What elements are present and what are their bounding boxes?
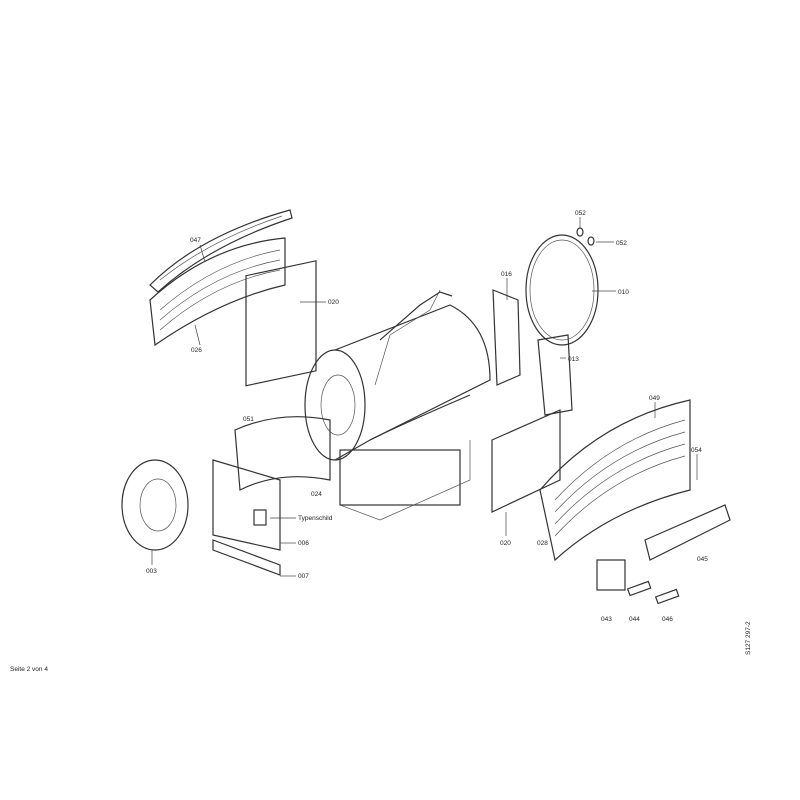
label-052-top: 052 [575, 210, 586, 217]
label-047: 047 [190, 237, 201, 244]
part-020b-flat-panel [491, 409, 561, 513]
label-044: 044 [629, 616, 640, 623]
label-016: 016 [501, 271, 512, 278]
label-043: 043 [601, 616, 612, 623]
label-028: 028 [537, 540, 548, 547]
label-007: 007 [298, 573, 309, 580]
part-013-plate [537, 334, 573, 416]
label-051: 051 [243, 416, 254, 423]
label-052-right: 052 [616, 240, 627, 247]
drawing-number: S127 297-2 [745, 621, 752, 655]
leader-lines [151, 217, 698, 577]
label-046: 046 [662, 616, 673, 623]
part-016-plate [492, 289, 521, 386]
part-046 [654, 588, 680, 605]
part-010-ring [525, 234, 599, 346]
label-020-bottom: 020 [500, 540, 511, 547]
label-020-top: 020 [328, 299, 339, 306]
part-003-front-ring [121, 459, 189, 551]
label-003: 003 [146, 568, 157, 575]
part-047-top-cover [149, 209, 293, 293]
label-049: 049 [649, 395, 660, 402]
part-043 [596, 559, 626, 591]
part-007-strip [212, 539, 281, 576]
label-013: 013 [568, 356, 579, 363]
part-020-flat-panel [245, 260, 317, 387]
part-049-curved-panel [539, 399, 691, 562]
part-026-side-panel [149, 237, 286, 347]
part-045-rail [644, 504, 731, 561]
part-006-front-panel [212, 459, 281, 551]
boiler-body [304, 289, 491, 521]
label-026: 026 [191, 347, 202, 354]
typenschild-plate [253, 509, 267, 526]
label-054: 054 [691, 447, 702, 454]
part-051-curved-panel [234, 416, 331, 491]
label-045: 045 [697, 556, 708, 563]
label-006: 006 [298, 540, 309, 547]
page-info: Seite 2 von 4 [10, 666, 48, 673]
part-044 [626, 580, 652, 597]
label-010: 010 [618, 289, 629, 296]
label-typenschild: Typenschild [298, 515, 333, 522]
label-024: 024 [311, 491, 322, 498]
